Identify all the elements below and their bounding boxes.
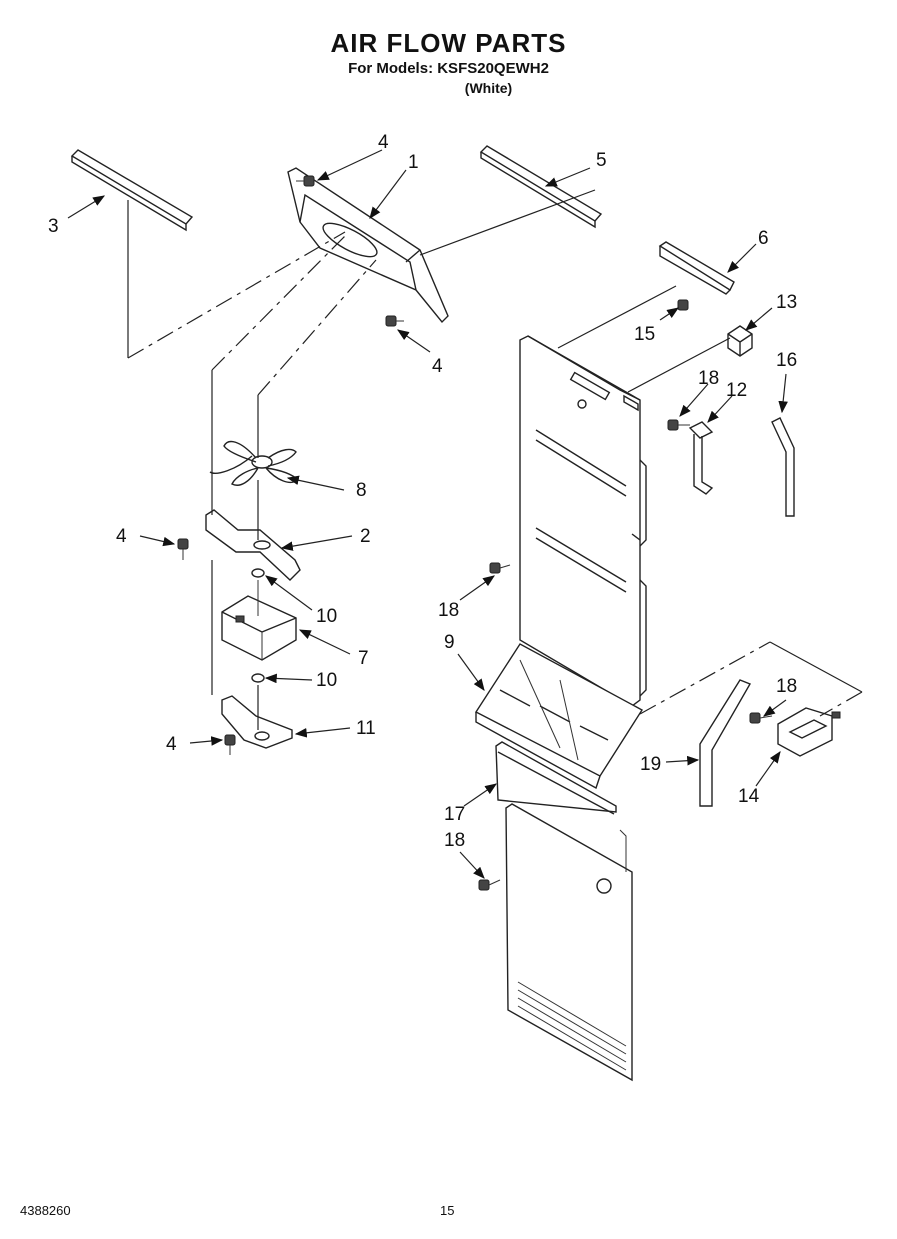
color-subtitle: (White) <box>464 80 513 96</box>
callout-leaders <box>67 149 788 879</box>
callout-3: 3 <box>48 216 59 237</box>
screw-4-bottom <box>224 734 236 755</box>
part-6-channel <box>658 241 735 295</box>
part-10-grommet-lower <box>251 673 265 683</box>
screw-15 <box>677 299 689 311</box>
callout-11: 11 <box>356 718 376 739</box>
callout-1: 1 <box>408 152 419 173</box>
callout-numbers: 4 1 5 3 6 13 15 4 16 18 12 8 4 2 18 10 9… <box>48 132 797 851</box>
callout-15: 15 <box>634 324 655 345</box>
part-9-air-duct-assembly <box>474 335 647 790</box>
part-8-fan-blade <box>209 440 300 486</box>
callout-7: 7 <box>358 648 369 669</box>
callout-17: 17 <box>444 804 465 825</box>
callout-9: 9 <box>444 632 455 653</box>
part-2-motor-bracket <box>205 509 301 581</box>
callout-18: 18 <box>444 830 465 851</box>
part-12-bracket <box>688 421 714 495</box>
part-17-plate <box>495 741 617 815</box>
assembly-lines-left <box>127 189 596 730</box>
callout-18: 18 <box>776 676 797 697</box>
callout-14: 14 <box>738 786 760 807</box>
screw-4-mid <box>385 315 404 327</box>
callout-19: 19 <box>640 754 661 775</box>
callout-4: 4 <box>116 526 127 547</box>
callout-10: 10 <box>316 606 337 627</box>
callout-16: 16 <box>776 350 797 371</box>
part-13-block <box>727 325 753 357</box>
callout-5: 5 <box>596 150 607 171</box>
screw-18-b <box>489 562 511 574</box>
page-title: AIR FLOW PARTS <box>330 28 567 58</box>
callout-4: 4 <box>378 132 389 153</box>
part-14-damper-housing <box>777 707 841 757</box>
document-number: 4388260 <box>20 1203 71 1218</box>
part-1-fan-housing <box>287 167 449 324</box>
part-10-grommet-upper <box>251 568 265 578</box>
callout-4: 4 <box>166 734 177 755</box>
callout-6: 6 <box>758 228 769 249</box>
callout-18: 18 <box>698 368 719 389</box>
screw-18-c <box>749 712 773 724</box>
part-19-strip <box>699 679 752 807</box>
page-number: 15 <box>440 1203 455 1218</box>
screw-18-d <box>478 879 501 891</box>
models-subtitle: For Models: KSFS20QEWH2 <box>348 60 549 77</box>
callout-13: 13 <box>776 292 797 313</box>
part-5-duct-bar <box>479 145 603 229</box>
assembly-lines-right <box>557 285 863 717</box>
callout-12: 12 <box>726 380 747 401</box>
callout-18: 18 <box>438 600 459 621</box>
screw-4-left <box>177 538 189 560</box>
part-16-strip <box>771 417 795 517</box>
lower-cover-panel <box>505 803 633 1082</box>
part-7-fan-motor <box>221 580 297 661</box>
callout-2: 2 <box>360 526 371 547</box>
callout-10: 10 <box>316 670 337 691</box>
part-3-duct-bar <box>70 149 194 232</box>
callout-8: 8 <box>356 480 367 501</box>
part-11-motor-bracket <box>221 695 293 749</box>
screw-18-a <box>667 419 690 431</box>
callout-4: 4 <box>432 356 443 377</box>
screw-4-top <box>296 175 315 187</box>
